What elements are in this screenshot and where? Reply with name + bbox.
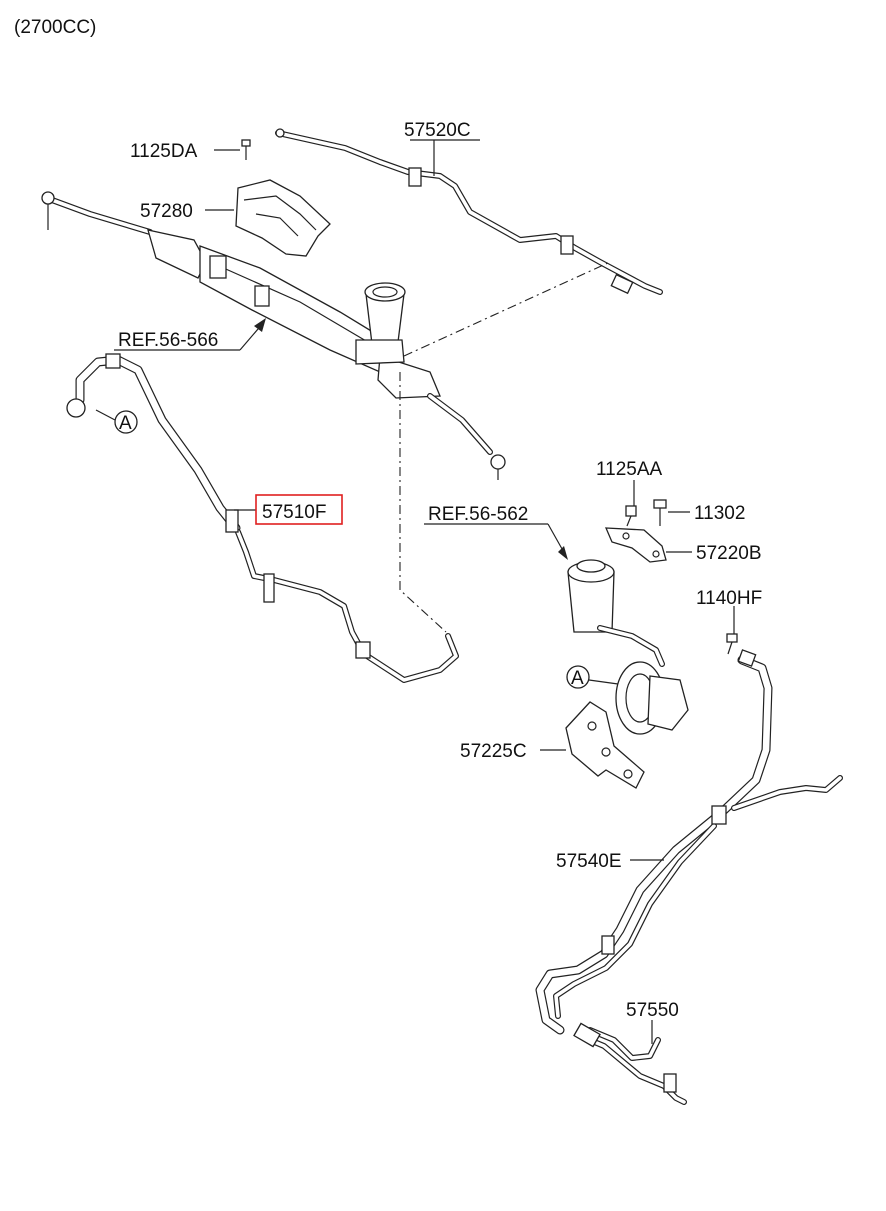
label-57225c: 57225C — [460, 741, 527, 762]
label-57520c: 57520C — [404, 120, 471, 141]
bolt-1125da[interactable] — [241, 139, 251, 160]
label-57540e: 57540E — [556, 851, 622, 872]
cooler-tube-57540e[interactable] — [535, 649, 843, 1035]
arrow-ref-reservoir — [558, 546, 568, 560]
engine-label: (2700CC) — [14, 17, 96, 38]
reservoir — [567, 559, 665, 667]
leader-a-left — [95, 409, 116, 421]
dashline-return — [403, 261, 611, 357]
label-57550: 57550 — [626, 1000, 679, 1021]
label-1125da: 1125DA — [130, 141, 198, 162]
power-steering-pump — [615, 661, 689, 735]
connector-a-left — [114, 410, 138, 434]
label-57220b: 57220B — [696, 543, 762, 564]
bolt-1125aa[interactable] — [625, 505, 637, 527]
pressure-hose-57510f[interactable] — [66, 353, 459, 683]
dashline-pressure — [399, 372, 447, 633]
pump-bracket-57225c[interactable] — [565, 701, 645, 789]
return-tube-57520c[interactable] — [275, 128, 663, 295]
label-11302: 11302 — [694, 503, 745, 524]
bolt-1140hf[interactable] — [726, 633, 738, 655]
label-1140hf: 1140HF — [696, 588, 762, 609]
connector-a-right — [566, 665, 590, 689]
label-57510f[interactable]: 57510F — [262, 502, 326, 523]
connector-a-left-label: A — [119, 413, 132, 434]
bolt-11302[interactable] — [653, 499, 667, 526]
label-ref-gear[interactable]: REF.56-566 — [118, 330, 218, 351]
connector-a-right-label: A — [571, 668, 584, 689]
label-57280: 57280 — [140, 201, 193, 222]
arrow-ref-gear — [254, 318, 266, 332]
heat-protector-57280[interactable] — [235, 179, 331, 257]
cooler-57550[interactable] — [573, 1022, 687, 1105]
steering-gear-box — [41, 191, 506, 480]
label-1125aa: 1125AA — [596, 459, 663, 480]
label-ref-reservoir[interactable]: REF.56-562 — [428, 504, 528, 525]
leader-a-right — [588, 679, 619, 685]
highlight-57510f — [255, 494, 343, 525]
bracket-57220b[interactable] — [604, 527, 667, 563]
